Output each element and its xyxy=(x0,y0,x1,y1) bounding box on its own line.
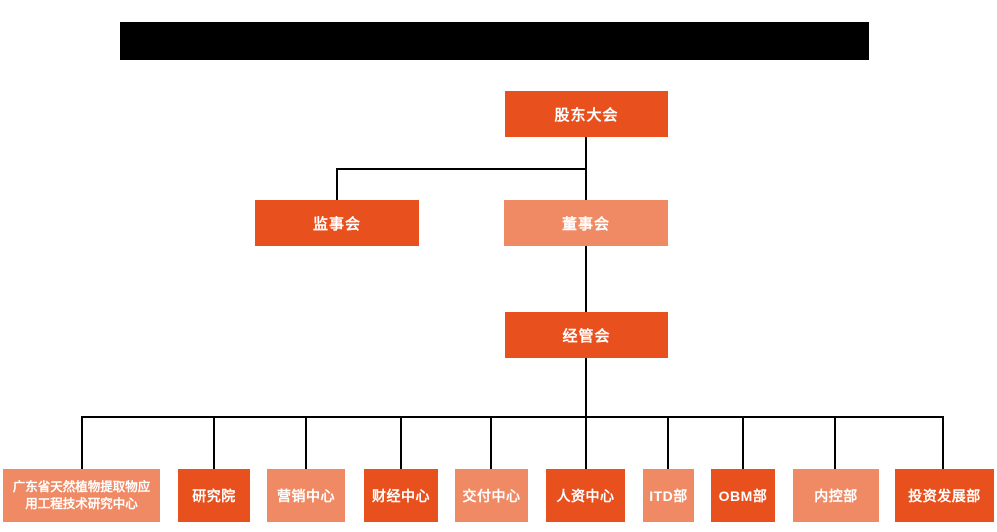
connector-drop-dept-6 xyxy=(585,416,587,469)
connector-drop-dept-9 xyxy=(834,416,836,469)
node-dept-finance-center: 财经中心 xyxy=(364,469,438,522)
connector-departments-horizontal xyxy=(81,416,944,418)
node-dept-marketing-center: 营销中心 xyxy=(267,469,345,522)
connector-drop-dept-1 xyxy=(81,416,83,469)
connector-board-to-management xyxy=(585,246,587,312)
node-dept-obm: OBM部 xyxy=(711,469,775,522)
connector-branch-horizontal xyxy=(336,168,587,170)
connector-drop-dept-2 xyxy=(213,416,215,469)
node-shareholders-meeting: 股东大会 xyxy=(505,91,668,137)
redacted-title-bar xyxy=(120,22,869,60)
connector-management-down xyxy=(585,358,587,418)
node-dept-delivery-center: 交付中心 xyxy=(455,469,528,522)
node-dept-hr-center: 人资中心 xyxy=(546,469,625,522)
node-dept-internal-control: 内控部 xyxy=(793,469,879,522)
connector-drop-dept-10 xyxy=(942,416,944,469)
connector-drop-dept-7 xyxy=(667,416,669,469)
node-dept-itd: ITD部 xyxy=(643,469,694,522)
node-management-committee: 经管会 xyxy=(505,312,668,358)
connector-drop-dept-8 xyxy=(742,416,744,469)
connector-to-supervisory xyxy=(336,168,338,200)
node-dept-research-institute: 研究院 xyxy=(178,469,250,522)
node-dept-investment-development: 投资发展部 xyxy=(895,469,994,522)
connector-drop-dept-4 xyxy=(400,416,402,469)
connector-drop-dept-3 xyxy=(305,416,307,469)
node-supervisory-board: 监事会 xyxy=(255,200,419,246)
node-board-of-directors: 董事会 xyxy=(504,200,668,246)
node-dept-research-center: 广东省天然植物提取物应用工程技术研究中心 xyxy=(3,469,160,522)
connector-drop-dept-5 xyxy=(490,416,492,469)
